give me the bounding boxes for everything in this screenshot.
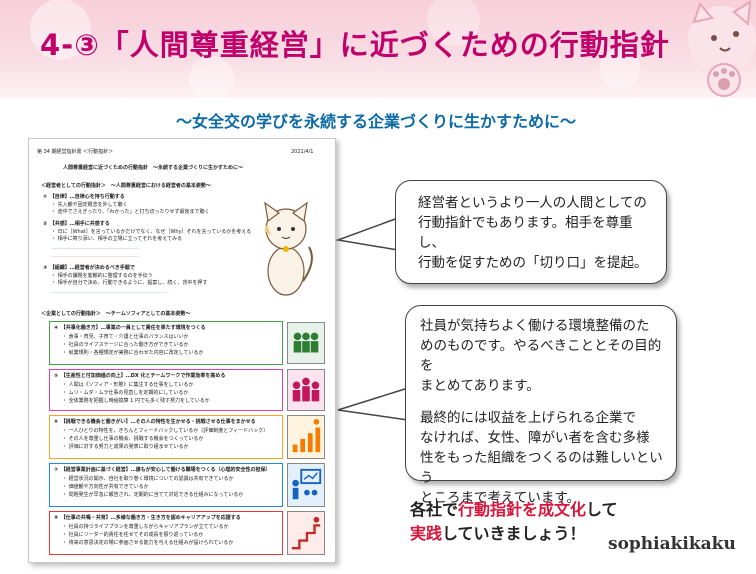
doc-box-line: ・ 人間は《ソフィア・形態》に集注する仕事をしているか (62, 382, 194, 388)
doc-box-line: ・ 経営状況の開示、自社を取り巻く環境についての認識は共有できているか (62, 476, 234, 482)
doc-item-2-line: ・ 日に［What］を言っているかだけでなく、なぜ［Why］それを言っているかを… (51, 229, 252, 235)
presentation-icon (287, 463, 325, 507)
callout-manager-guideline: 経営者というより一人の人間としての 行動指針でもあります。相手を尊重し、 行動を… (395, 180, 667, 284)
doc-box-6: ⑥ 【挑戦できる機会と働きがい】…その人の特性を生かせる・挑戦させる仕事をまかせ… (49, 415, 283, 459)
callout-1-text: 経営者というより一人の人間としての 行動指針でもあります。相手を尊重し、 行動を… (418, 195, 648, 271)
people-icon (287, 322, 325, 364)
closing-text: していきましょう！ (442, 524, 586, 543)
doc-item-1-label: ① 【自律】…自律心を持ち行動する (43, 194, 125, 200)
doc-section-1-heading: ＜経営者としての行動指針＞ ～人間尊重経営における経営者の基本姿勢～ (41, 183, 211, 189)
callout-company-guideline: 社員が気持ちよく働ける環境整備のた めのものです。やるべきこととその目的を まと… (405, 305, 677, 506)
doc-item-1-line: ・ 先入観や固定概念を外して聴く (51, 202, 128, 208)
doc-box-label: ⑥ 【挑戦できる機会と働きがい】…その人の特性を生かせる・挑戦させる仕事をまかせ… (54, 419, 256, 425)
closing-text: して (586, 500, 618, 519)
doc-box-line: ・ 将来の意思決定の場に参画させる能力を与える仕組みが設けられているか (62, 540, 234, 546)
callout-2-para-2: 最終的には収益を上げられる企業で なければ、女性、障がい者を含む多様 性をもった… (420, 410, 663, 506)
closing-highlight: 実践 (410, 524, 443, 543)
doc-box-line: ・ 就業規則・各種規定が実務に合わせた内容に改定しているか (62, 350, 204, 356)
action-guideline-document: 第 34 期経営指針書 ＜行動指針＞ 2021/4/1 人間尊重経営に近づくため… (28, 138, 336, 563)
doc-box-5: ⑤ 【生産性と付加価値の向上】…DX 化とチームワークで作業効率を高める ・ 人… (49, 369, 283, 411)
cat-mascot-illustration (688, 0, 756, 97)
doc-red-note: ………………………………………………………… (51, 253, 139, 258)
header-band (0, 0, 756, 98)
doc-box-line: ・ 社員のライフステージに合った働き方ができているか (62, 342, 189, 348)
page-title: 4-③「人間尊重経営」に近づくための行動指針 (40, 28, 670, 62)
doc-item-3-line: ・ 相手が自分で決め、行動できるように、提案し、続く、背中を押す (51, 280, 208, 286)
growth-chart-icon (287, 415, 325, 459)
doc-blue-note: …………………………………………………………………………… (51, 289, 167, 294)
doc-header-right: 2021/4/1 (291, 149, 314, 155)
doc-box-line: ・ 食事・育児、子育て・介護と仕事のバランスはいいか (62, 334, 189, 340)
doc-item-3-line: ・ 相手の課題を客観的に整理するのを手伝う (51, 273, 153, 279)
doc-box-8: ⑧ 【仕事の共鳴・共育】…多様な働き方・生き方を認めキャリアアップを応援する ・… (49, 511, 283, 555)
doc-box-line: ・ ムリ・ムダ・ムラ仕事の見直しを定期的にしているか (62, 390, 189, 396)
doc-box-4: ④ 【共事化働き方】…事業の一員として責任を果たす環境をつくる ・ 食事・育児、… (49, 321, 283, 365)
doc-box-line: ・ 一人ひとりの特性を、きちんとフィードバックしているか（評価制度とフィードバッ… (62, 428, 269, 434)
doc-header-left: 第 34 期経営指針書 ＜行動指針＞ (37, 149, 114, 155)
doc-box-line: ・ 社員にリーダー的責任を任せてその成長を振り返っているか (62, 532, 204, 538)
closing-text: 各社で (410, 500, 459, 519)
closing-highlight: 行動指針を成文化 (458, 500, 587, 519)
doc-item-3-label: ③ 【組織】…経営者が決めるべき手順で (43, 265, 135, 271)
doc-box-label: ⑧ 【仕事の共鳴・共育】…多様な働き方・生き方を認めキャリアアップを応援する (54, 515, 241, 521)
page-subtitle: ～女全交の学びを永続する企業づくりに生かすために～ (176, 112, 577, 131)
team-icon (287, 369, 325, 411)
callout-2-para-1: 社員が気持ちよく働ける環境整備のた めのものです。やるべきこととその目的を まと… (420, 318, 662, 394)
doc-item-2-line: ・ 相手に寄り添い、相手の立場に立ってそれを考えてみる (51, 236, 182, 242)
doc-box-line: ・ 問題発生が早急に報告され、定期的に当てて対処できる仕組みになっているか (62, 492, 244, 498)
doc-box-line: ・ 社員の持つライフプランを尊重しながらキャリアプランが立てているか (62, 524, 229, 530)
doc-box-line: ・ 全体業務を把握し時給換算 1 円でも多く残す努力をしているか (62, 398, 210, 404)
stairs-icon (287, 511, 325, 555)
doc-item-2-label: ② 【共感】…相手に共感する (43, 221, 110, 227)
closing-message: 各社で行動指針を成文化して 実践していきましょう！ (410, 498, 650, 546)
doc-box-label: ④ 【共事化働き方】…事業の一員として責任を果たす環境をつくる (54, 325, 206, 331)
doc-blue-note: ………………………………………………………… (51, 245, 139, 250)
brand-logo-text: sophiakikaku (608, 534, 736, 554)
doc-box-line: ・ 価値観や方向性が共有できているか (62, 484, 149, 490)
doc-title: 人間尊重経営に近づくための行動指針 ～永続する企業づくりに生かすために～ (63, 165, 244, 171)
doc-box-label: ⑤ 【生産性と付加価値の向上】…DX 化とチームワークで作業効率を高める (54, 373, 226, 379)
doc-section-2-heading: ＜企業としての行動指針＞ ～チームソフィアとしての基本姿勢～ (41, 311, 191, 317)
cat-illustration (264, 201, 313, 296)
doc-box-7: ⑦ 【経営事業計画に基づく経営】…誰もが安心して働ける職場をつくる（心理的安全性… (49, 463, 283, 507)
doc-box-label: ⑦ 【経営事業計画に基づく経営】…誰もが安心して働ける職場をつくる（心理的安全性… (54, 467, 271, 473)
doc-box-line: ・ その人を尊重し仕事の機会、挑戦する機会をつくっているか (62, 436, 204, 442)
doc-box-line: ・ 評価に対する努力と成果の発表に取り組ませているか (62, 444, 189, 450)
doc-item-1-line: ・ 途中でさえぎったり、「わかった」と打ち切ったりせず最後まで聴く (51, 209, 210, 215)
